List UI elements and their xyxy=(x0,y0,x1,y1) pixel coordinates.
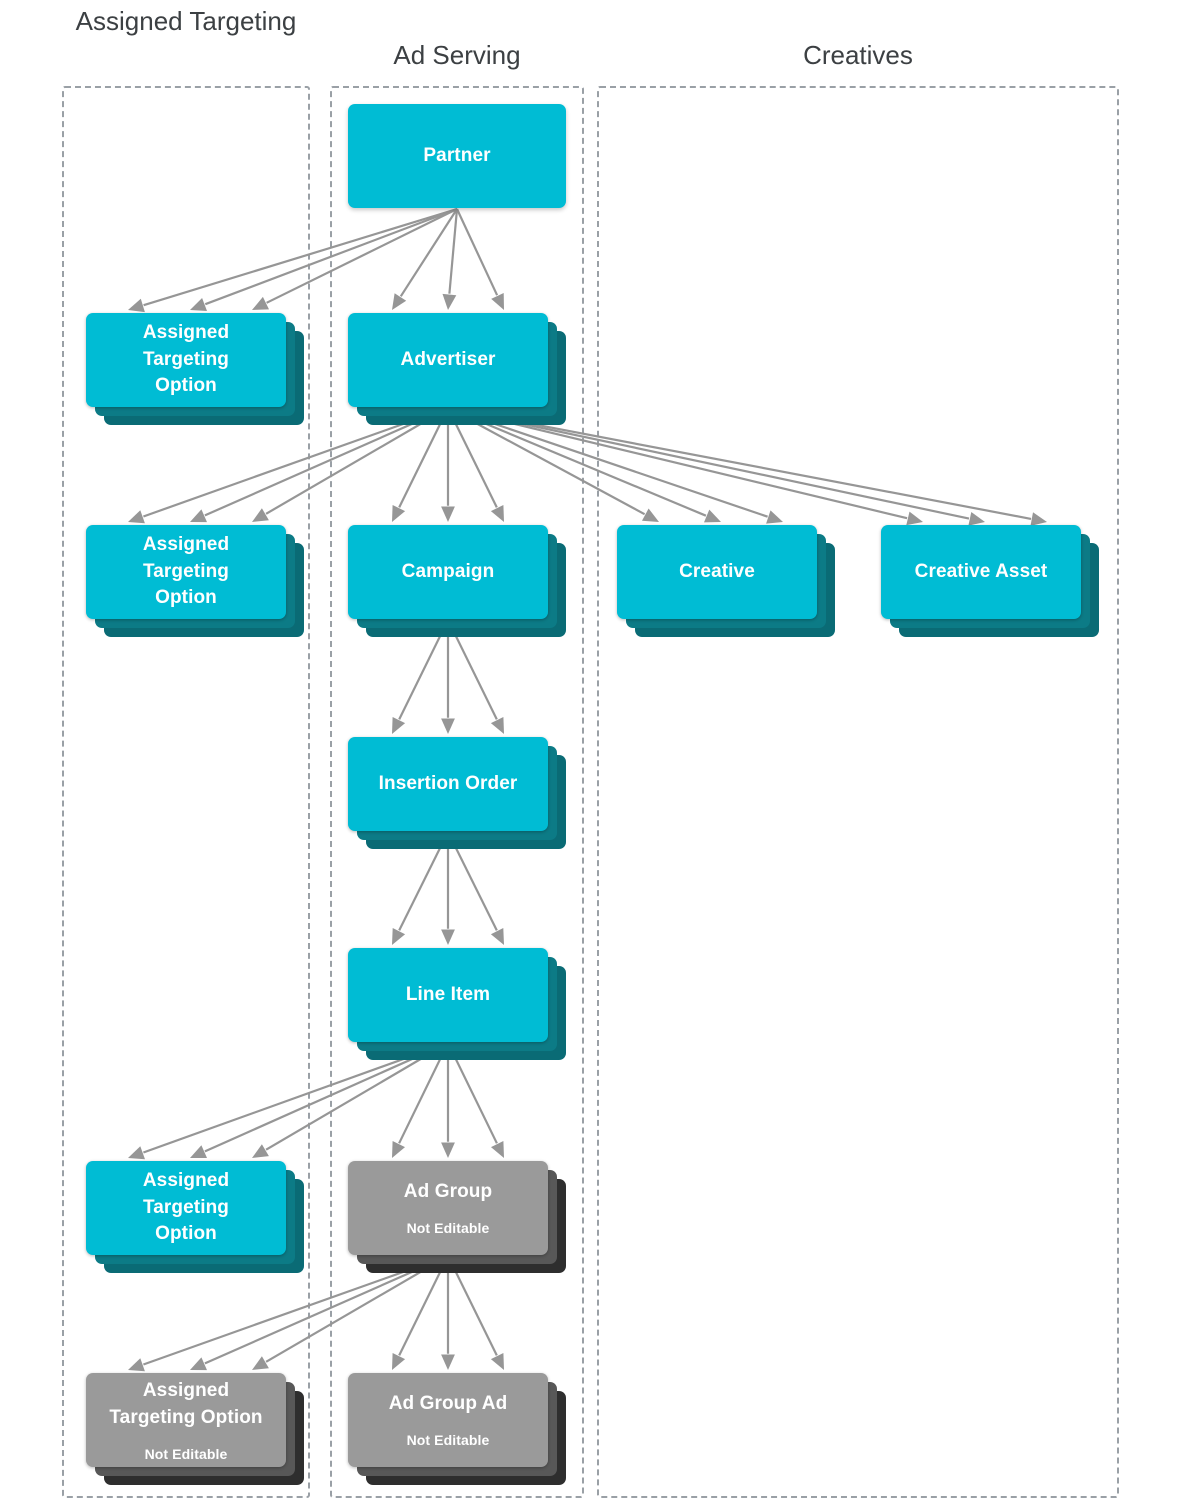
node-ato-partner[interactable]: Assigned Targeting Option xyxy=(86,313,304,425)
node-campaign-title: Campaign xyxy=(401,560,495,582)
node-campaign[interactable]: Campaign xyxy=(348,525,566,637)
node-creative-title: Creative xyxy=(679,560,755,582)
node-ato-line-item[interactable]: Assigned Targeting Option xyxy=(86,1161,304,1273)
node-line-item[interactable]: Line Item xyxy=(348,948,566,1060)
node-advertiser-title: Advertiser xyxy=(400,348,496,370)
column-well-assigned-targeting xyxy=(62,86,310,1498)
node-insertion-order-title: Insertion Order xyxy=(378,772,518,794)
node-ad-group-badge: Not Editable xyxy=(406,1220,490,1237)
node-partner[interactable]: Partner xyxy=(348,104,566,208)
node-ato-ad-group-badge: Not Editable xyxy=(144,1445,228,1462)
node-ato-ad-group-title: Assigned Targeting Option xyxy=(109,1379,263,1428)
node-ato-advertiser[interactable]: Assigned Targeting Option xyxy=(86,525,304,637)
node-ato-advertiser-title: Assigned Targeting Option xyxy=(142,533,230,609)
column-header-assigned-targeting: Assigned Targeting xyxy=(75,6,297,36)
node-ad-group[interactable]: Ad Group Not Editable xyxy=(348,1161,566,1273)
node-ad-group-ad[interactable]: Ad Group Ad Not Editable xyxy=(348,1373,566,1485)
node-ad-group-ad-badge: Not Editable xyxy=(406,1432,490,1449)
node-advertiser[interactable]: Advertiser xyxy=(348,313,566,425)
node-partner-title: Partner xyxy=(423,144,491,166)
node-ato-line-item-title: Assigned Targeting Option xyxy=(142,1169,230,1245)
node-insertion-order[interactable]: Insertion Order xyxy=(348,737,566,849)
node-creative-asset-title: Creative Asset xyxy=(914,560,1048,582)
node-ato-partner-title: Assigned Targeting Option xyxy=(142,321,230,397)
column-header-ad-serving: Ad Serving xyxy=(393,40,521,70)
column-header-creatives: Creatives xyxy=(803,40,913,70)
node-ad-group-ad-title: Ad Group Ad xyxy=(388,1393,508,1415)
node-ato-ad-group[interactable]: Assigned Targeting Option Not Editable xyxy=(86,1373,304,1485)
node-creative-asset[interactable]: Creative Asset xyxy=(881,525,1099,637)
node-ad-group-title: Ad Group xyxy=(403,1181,493,1203)
column-well-creatives xyxy=(597,86,1119,1498)
node-creative[interactable]: Creative xyxy=(617,525,835,637)
column-well-ad-serving xyxy=(330,86,584,1498)
node-line-item-title: Line Item xyxy=(405,983,491,1005)
